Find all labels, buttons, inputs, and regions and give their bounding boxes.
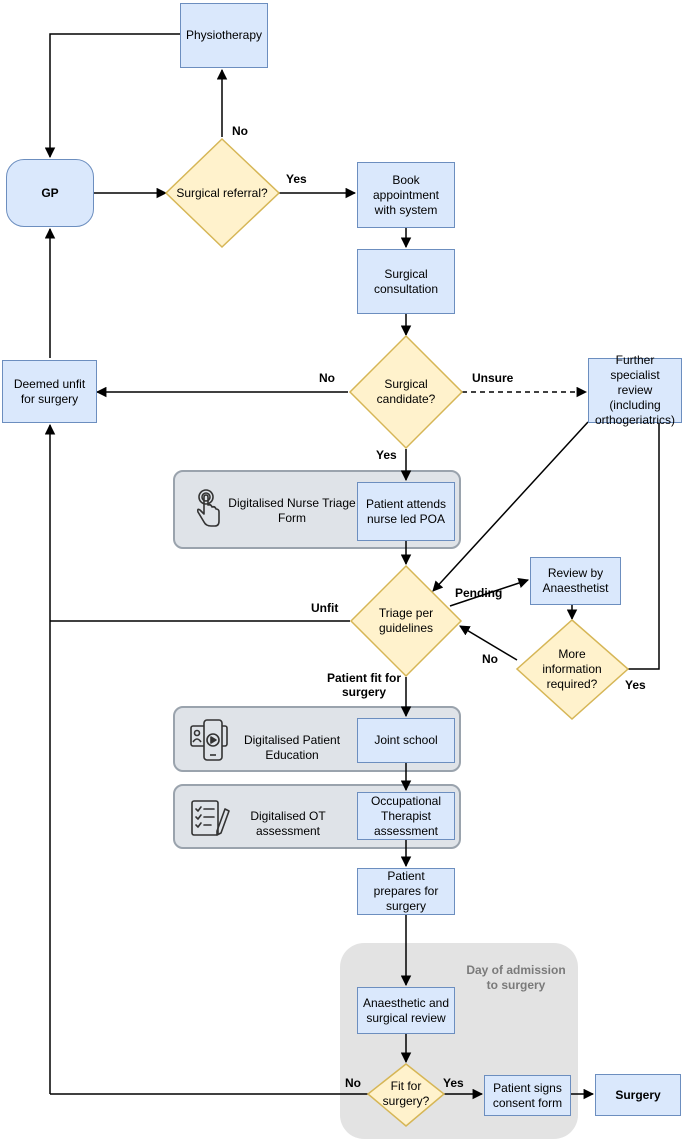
digital-education-text: Digitalised Patient Education — [243, 733, 341, 762]
surgical-consultation-box: Surgical consultation — [357, 249, 455, 314]
decision-surgical-referral — [164, 137, 281, 249]
anaesthetic-review-box: Anaesthetic and surgical review — [357, 987, 455, 1034]
label-yes-candidate: Yes — [376, 448, 397, 462]
edge-triage-anaesthetist — [449, 578, 529, 607]
decision-fit-for-surgery — [366, 1063, 446, 1127]
label-no-physio: No — [232, 124, 248, 138]
fit-for-surgery-text: Fit for surgery? — [382, 1079, 430, 1108]
triage-text: Triage per guidelines — [378, 606, 434, 635]
decision-surgical-candidate — [348, 334, 464, 450]
surgical-candidate-text: Surgical candidate? — [376, 377, 436, 406]
digital-triage-text: Digitalised Nurse Triage Form — [228, 496, 356, 525]
book-appointment-box: Book appointment with system — [357, 162, 455, 228]
review-anaesthetist-box: Review by Anaesthetist — [530, 557, 621, 605]
ot-assessment-box: Occupational Therapist assessment — [357, 792, 455, 840]
decision-more-info — [515, 618, 630, 721]
label-patient-fit: Patient fit for surgery — [327, 671, 401, 699]
edge-physio-gp — [44, 33, 180, 159]
further-review-box: Further specialist review (including ort… — [588, 353, 682, 427]
label-no-fit: No — [345, 1076, 361, 1090]
deemed-unfit-box: Deemed unfit for surgery — [2, 360, 97, 423]
edge-further-triage — [432, 421, 589, 592]
patient-prepares-box: Patient prepares for surgery — [357, 868, 455, 915]
tablet-video-icon — [190, 719, 228, 761]
label-pending: Pending — [455, 586, 503, 600]
label-yes-more-info: Yes — [625, 678, 646, 692]
patient-attends-box: Patient attends nurse led POA — [357, 482, 455, 541]
decision-triage — [349, 564, 463, 678]
consent-box: Patient signs consent form — [484, 1075, 571, 1116]
gp-terminal: GP — [6, 159, 94, 227]
day-of-admission-title: Day of admission to surgery — [466, 963, 566, 992]
surgery-box: Surgery — [595, 1074, 681, 1116]
more-info-text: More information required? — [542, 646, 602, 691]
physiotherapy-box: Physiotherapy — [180, 3, 268, 68]
touch-screen-hand-icon — [196, 489, 220, 527]
label-yes-referral: Yes — [286, 172, 307, 186]
digital-ot-text: Digitalised OT assessment — [250, 809, 326, 838]
surgical-referral-text: Surgical referral? — [176, 185, 268, 200]
label-yes-fit: Yes — [443, 1076, 464, 1090]
joint-school-box: Joint school — [357, 718, 455, 763]
edge-moreinfo-further — [628, 395, 665, 670]
checklist-pen-icon — [191, 800, 230, 836]
label-no-more-info: No — [482, 652, 498, 666]
label-unsure: Unsure — [472, 371, 514, 385]
label-unfit: Unfit — [311, 601, 339, 615]
label-no-candidate: No — [319, 371, 335, 385]
edge-moreinfo-triage — [459, 625, 518, 661]
